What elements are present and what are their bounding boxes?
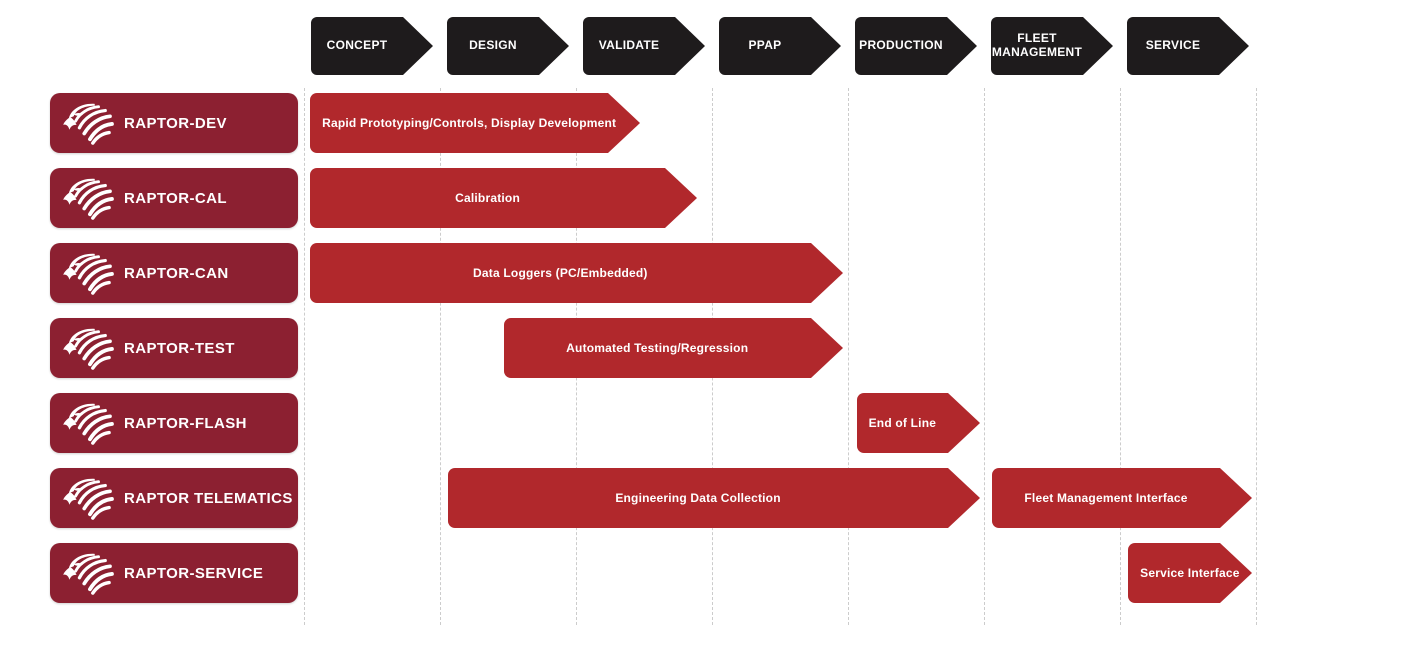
product-badge-raptor-flash: RAPTOR-FLASH: [50, 393, 298, 453]
gridline: [848, 88, 849, 625]
phase-arrow-concept: CONCEPT: [311, 17, 433, 75]
phase-label: DESIGN: [469, 38, 517, 53]
phase-arrow-ppap: PPAP: [719, 17, 841, 75]
eagle-logo-icon: [63, 478, 114, 520]
gridline: [304, 88, 305, 625]
roadmap-bar-calibration: Calibration: [310, 168, 697, 228]
eagle-logo-icon: [63, 328, 114, 370]
roadmap-bar-rapid-prototyping-controls-display-development: Rapid Prototyping/Controls, Display Deve…: [310, 93, 640, 153]
roadmap-bar-automated-testing-regression: Automated Testing/Regression: [503, 318, 843, 378]
bar-label: Rapid Prototyping/Controls, Display Deve…: [322, 116, 617, 130]
product-label: RAPTOR-TEST: [124, 339, 235, 357]
bar-label: End of Line: [868, 416, 937, 430]
phase-arrow-service: SERVICE: [1127, 17, 1249, 75]
phase-label: VALIDATE: [598, 38, 660, 53]
product-label: RAPTOR TELEMATICS: [124, 489, 293, 507]
phase-arrow-design: DESIGN: [447, 17, 569, 75]
product-label: RAPTOR-DEV: [124, 114, 227, 132]
product-label: RAPTOR-CAN: [124, 264, 229, 282]
phase-arrow-production: PRODUCTION: [855, 17, 977, 75]
product-badge-raptor-test: RAPTOR-TEST: [50, 318, 298, 378]
eagle-logo-icon: [63, 253, 114, 295]
phase-label: CONCEPT: [326, 38, 388, 53]
roadmap-bar-engineering-data-collection: Engineering Data Collection: [448, 468, 980, 528]
eagle-logo-icon: [63, 103, 114, 145]
bar-label: Service Interface: [1140, 566, 1240, 580]
eagle-logo-icon: [63, 553, 114, 595]
roadmap-bar-service-interface: Service Interface: [1128, 543, 1252, 603]
phase-label: PRODUCTION: [859, 38, 943, 53]
gridline: [440, 88, 441, 625]
product-label: RAPTOR-CAL: [124, 189, 227, 207]
product-label: RAPTOR-SERVICE: [124, 564, 264, 582]
gridline: [1120, 88, 1121, 625]
bar-label: Automated Testing/Regression: [566, 341, 749, 355]
phase-label: PPAP: [748, 38, 782, 53]
roadmap-bar-end-of-line: End of Line: [856, 393, 981, 453]
bar-label: Calibration: [455, 191, 520, 205]
roadmap-bar-fleet-management-interface: Fleet Management Interface: [992, 468, 1252, 528]
product-badge-raptor-cal: RAPTOR-CAL: [50, 168, 298, 228]
phase-arrow-fleet-management: FLEET MANAGEMENT: [991, 17, 1113, 75]
bar-label: Fleet Management Interface: [1024, 491, 1188, 505]
phase-label: SERVICE: [1145, 38, 1201, 53]
product-badge-raptor-can: RAPTOR-CAN: [50, 243, 298, 303]
phase-label: FLEET MANAGEMENT: [991, 31, 1083, 59]
product-badge-raptor-dev: RAPTOR-DEV: [50, 93, 298, 153]
product-label: RAPTOR-FLASH: [124, 414, 247, 432]
phase-arrow-validate: VALIDATE: [583, 17, 705, 75]
gridline: [984, 88, 985, 625]
gridline: [1256, 88, 1257, 625]
eagle-logo-icon: [63, 403, 114, 445]
eagle-logo-icon: [63, 178, 114, 220]
product-badge-raptor-service: RAPTOR-SERVICE: [50, 543, 298, 603]
roadmap-bar-data-loggers-pc-embedded-: Data Loggers (PC/Embedded): [310, 243, 844, 303]
product-badge-raptor-telematics: RAPTOR TELEMATICS: [50, 468, 298, 528]
bar-label: Data Loggers (PC/Embedded): [473, 266, 648, 280]
bar-label: Engineering Data Collection: [615, 491, 781, 505]
